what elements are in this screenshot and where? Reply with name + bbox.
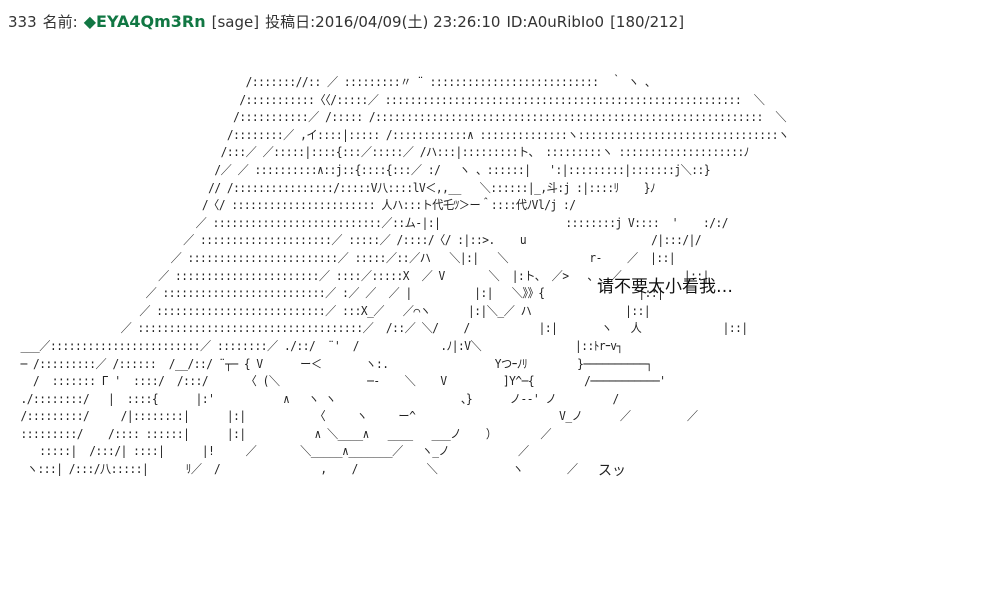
speech-text: 请不要太小看我… [597,277,733,297]
email-field[interactable]: [sage] [211,13,260,31]
poster-id[interactable]: ID:A0uRibIo0 [506,13,605,31]
poster-trip: ◆EYA4Qm3Rn [83,12,206,31]
sound-effect-text: スッ [598,463,626,479]
post-count: [180/212] [610,13,685,31]
name-label: 名前: [42,13,78,31]
post-header: 333 名前: ◆EYA4Qm3Rn [sage] 投稿日:2016/04/09(土) … [8,12,684,32]
post-number[interactable]: 333 [8,13,37,31]
ascii-art-body: /::::::://:: ／ :::::::::〃 ¨ ::::::::::::… [20,75,789,477]
post-date: 投稿日:2016/04/09(土) 23:26:10 [265,13,501,31]
